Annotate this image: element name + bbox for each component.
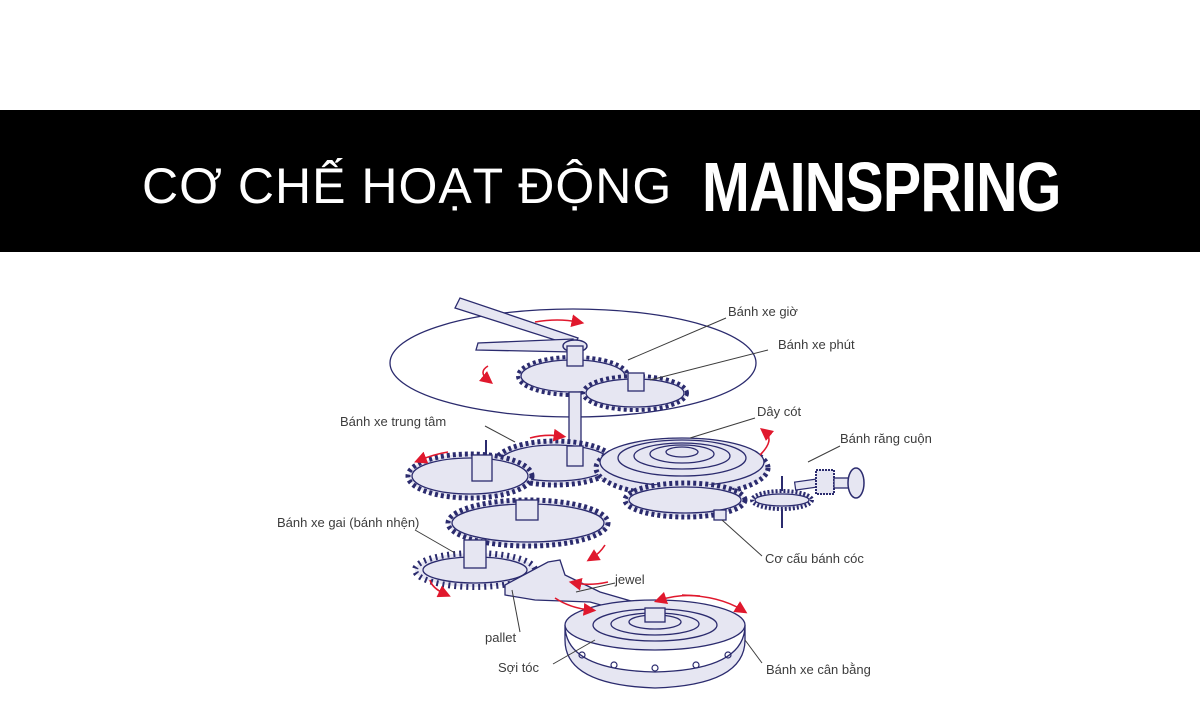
title-part-2: MAINSPRING: [702, 148, 1061, 226]
fourth-wheel: [445, 497, 611, 549]
title-banner: [0, 110, 1200, 252]
leader-lines: [414, 317, 841, 665]
label-crown-wheel: Bánh răng cuộn: [840, 431, 932, 446]
minute-wheel: [581, 372, 689, 412]
label-hairspring: Sợi tóc: [498, 660, 540, 675]
label-hour-wheel: Bánh xe giờ: [728, 304, 798, 319]
crown-wheel: [750, 467, 865, 528]
third-wheel: [405, 440, 535, 501]
ratchet-wheel: [622, 480, 748, 521]
label-minute-wheel: Bánh xe phút: [778, 337, 855, 352]
mainspring-barrel: [593, 437, 771, 499]
rotation-arrows: [414, 314, 774, 616]
label-ratchet: Cơ cấu bánh cóc: [765, 551, 864, 566]
balance-wheel: [564, 599, 746, 689]
label-center-wheel: Bánh xe trung tâm: [340, 414, 446, 429]
minute-hand: [454, 297, 579, 347]
label-escape-wheel: Bánh xe gai (bánh nhện): [277, 515, 419, 530]
hour-hand: [475, 338, 574, 353]
label-balance-wheel: Bánh xe cân bằng: [766, 662, 871, 677]
label-jewel: jewel: [614, 572, 645, 587]
title-part-1: CƠ CHẾ HOẠT ĐỘNG: [142, 158, 673, 214]
label-mainspring: Dây cót: [757, 404, 801, 419]
label-pallet: pallet: [485, 630, 516, 645]
